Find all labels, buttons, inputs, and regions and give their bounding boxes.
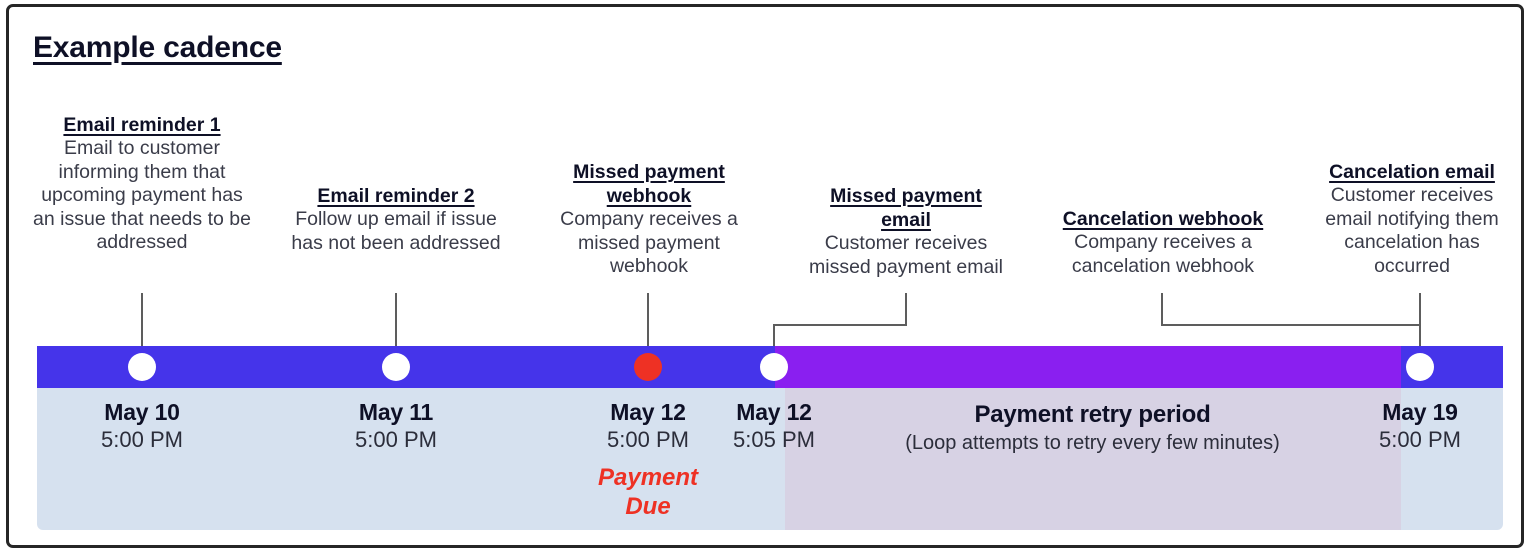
milestone-marker-may-12-missed[interactable] (760, 353, 788, 381)
milestone-stamp-may-10: May 10 5:00 PM (62, 398, 222, 454)
milestone-stamp-may-19: May 19 5:00 PM (1340, 398, 1500, 454)
event-heading: Missed payment webhook (573, 161, 725, 207)
milestone-date: May 12 (736, 399, 812, 425)
milestone-date: May 19 (1382, 399, 1458, 425)
milestone-stamp-may-12-due: May 12 5:00 PM (568, 398, 728, 454)
diagram-frame: Example cadence Email reminder 1 Email t… (6, 4, 1524, 548)
page-title: Example cadence (33, 31, 282, 64)
timeline-bar (37, 346, 1503, 388)
payment-retry-period-label: Payment retry period (Loop attempts to r… (828, 400, 1357, 456)
milestone-marker-may-11[interactable] (382, 353, 410, 381)
payment-due-label: Payment Due (598, 464, 699, 520)
event-body: Follow up email if issue has not been ad… (291, 208, 501, 254)
milestone-time: 5:00 PM (101, 427, 183, 452)
event-label-missed-payment-email: Missed payment email Customer receives m… (804, 184, 1008, 279)
event-label-cancelation-email: Cancelation email Customer receives emai… (1308, 160, 1516, 278)
connector-line-email-reminder-1 (141, 293, 143, 363)
event-heading: Cancelation webhook (1062, 208, 1264, 230)
connector-line-cancelation-webhook-upper (1161, 293, 1163, 326)
event-label-email-reminder-2: Email reminder 2 Follow up email if issu… (291, 184, 501, 255)
event-label-email-reminder-1: Email reminder 1 Email to customer infor… (31, 113, 253, 255)
milestone-date: May 12 (610, 399, 686, 425)
retry-title: Payment retry period (974, 401, 1211, 428)
event-heading: Email reminder 1 (63, 114, 221, 136)
connector-line-missed-payment-email-horizontal (773, 324, 907, 326)
event-heading: Cancelation email (1329, 161, 1495, 183)
event-heading: Missed payment email (830, 185, 982, 231)
legend-segment-pre-retry (37, 388, 785, 530)
timeline-segment-retry (775, 346, 1401, 388)
connector-line-email-reminder-2 (395, 293, 397, 363)
milestone-marker-may-19[interactable] (1406, 353, 1434, 381)
event-body: Company receives a cancelation webhook (1071, 231, 1255, 277)
milestone-stamp-may-11: May 11 5:00 PM (316, 398, 476, 454)
connector-line-missed-payment-webhook (647, 293, 649, 363)
connector-line-missed-payment-email-upper (905, 293, 907, 326)
connector-line-cancelation-email (1419, 293, 1421, 363)
milestone-marker-may-10[interactable] (128, 353, 156, 381)
milestone-time: 5:00 PM (355, 427, 437, 452)
retry-subtitle: (Loop attempts to retry every few minute… (905, 432, 1280, 454)
milestone-date: May 10 (104, 399, 180, 425)
milestone-time: 5:00 PM (1379, 427, 1461, 452)
event-body: Email to customer informing them that up… (33, 137, 251, 253)
milestone-date: May 11 (358, 399, 434, 425)
timeline-legend-panel: May 10 5:00 PM May 11 5:00 PM May 12 5:0… (37, 388, 1503, 530)
event-label-missed-payment-webhook: Missed payment webhook Company receives … (556, 160, 742, 279)
milestone-stamp-may-12-missed: May 12 5:05 PM (694, 398, 854, 454)
legend-segment-retry (785, 388, 1401, 530)
event-body: Customer receives missed payment email (809, 232, 1003, 278)
milestone-time: 5:05 PM (733, 427, 815, 452)
event-body: Customer receives email notifying them c… (1325, 184, 1499, 277)
connector-line-cancelation-webhook-horizontal (1161, 324, 1421, 326)
legend-segment-post-retry (1401, 388, 1503, 530)
event-body: Company receives a missed payment webhoo… (560, 208, 738, 277)
event-label-cancelation-webhook: Cancelation webhook Company receives a c… (1053, 207, 1273, 278)
event-heading: Email reminder 2 (317, 185, 475, 207)
milestone-marker-payment-due[interactable] (634, 353, 662, 381)
connector-line-missed-payment-email-lower (773, 324, 775, 363)
milestone-time: 5:00 PM (607, 427, 689, 452)
